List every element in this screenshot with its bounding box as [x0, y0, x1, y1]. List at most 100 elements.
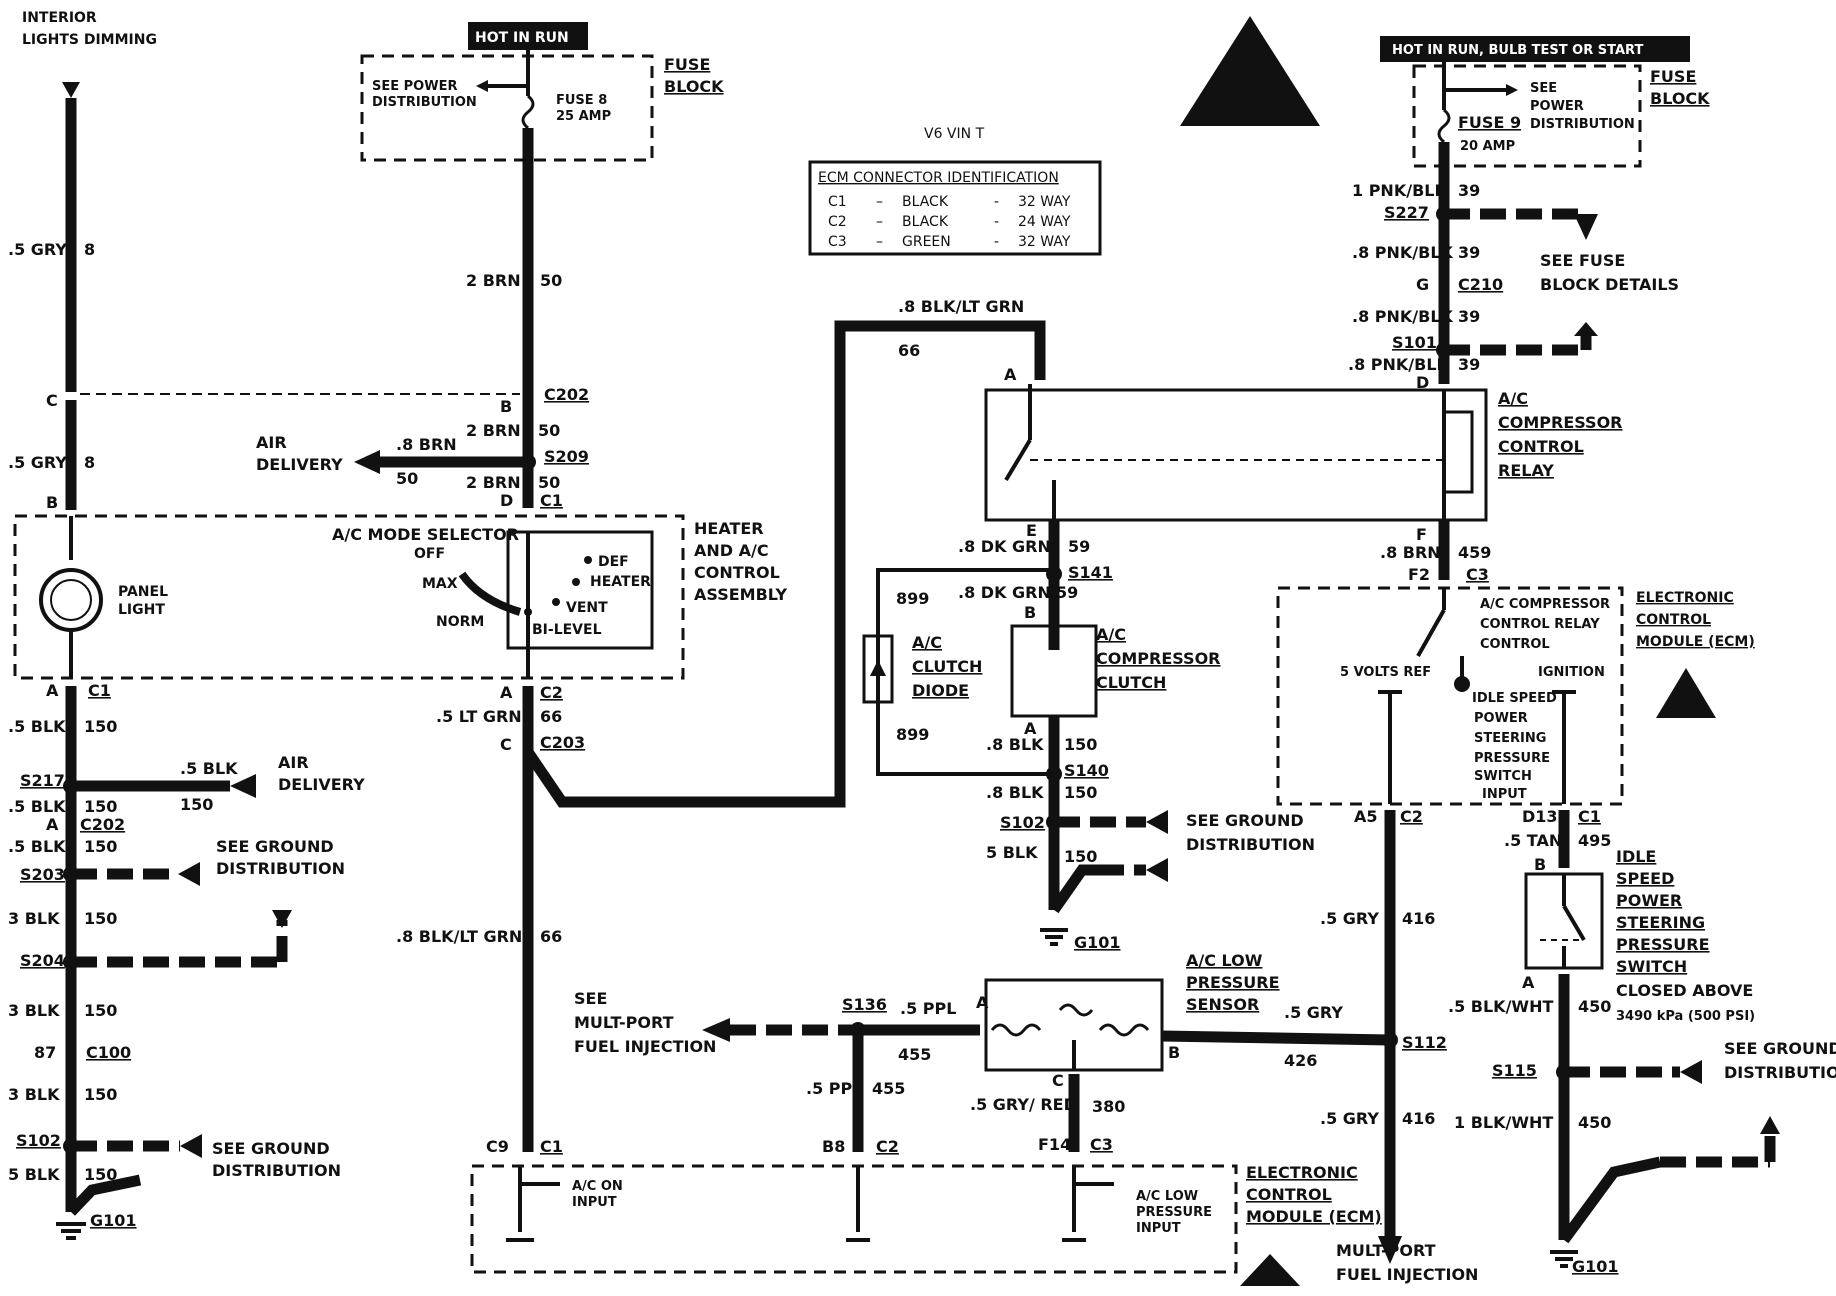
wire-number: 50: [538, 421, 560, 440]
wire-number: 455: [898, 1045, 931, 1064]
pin-e: E: [1026, 521, 1037, 540]
wire-number: 150: [84, 909, 117, 928]
wire-label: .5 GRY: [1320, 909, 1379, 928]
idle-input-label: INPUT: [1482, 787, 1527, 802]
ps-switch-label: POWER: [1616, 891, 1682, 910]
hot-in-run-label: HOT IN RUN: [475, 30, 569, 46]
wire-number: 66: [898, 341, 920, 360]
pin-g: G: [1416, 275, 1429, 294]
wire-number: 150: [84, 837, 117, 856]
see-power-dist: SEE: [1530, 81, 1557, 96]
ecm-bottom-label: CONTROL: [1246, 1185, 1332, 1204]
pin-a: A: [1024, 719, 1037, 738]
s209-label: S209: [544, 447, 589, 466]
c1-label: C1: [540, 1137, 563, 1156]
wire-number: 150: [84, 1165, 117, 1184]
wire-label: 3 BLK: [8, 909, 60, 928]
wire-number: 8: [84, 453, 95, 472]
fuse-block-left: [360, 54, 654, 162]
wire-label: .8 PNK/BLK: [1352, 243, 1454, 262]
svg-text:–: –: [876, 194, 883, 210]
ecm-bottom-box: [470, 1164, 1238, 1274]
see-power-dist: POWER: [1530, 99, 1584, 114]
wire-number: 416: [1402, 909, 1435, 928]
idle-input-label: PRESSURE: [1474, 751, 1550, 766]
mode-def: DEF: [598, 554, 629, 570]
pin-b: B: [500, 397, 512, 416]
svg-text:–: –: [876, 234, 883, 250]
c1-label: C1: [540, 491, 563, 510]
mode-max: MAX: [422, 576, 458, 592]
pin-c: C: [500, 735, 512, 754]
air-delivery-label: DELIVERY: [256, 455, 343, 474]
down-arrow-icon: [62, 82, 80, 98]
wire-number: 66: [540, 927, 562, 946]
clutch-diode-label: A/C: [912, 633, 942, 652]
wire-number: 380: [1092, 1097, 1125, 1116]
idle-input-label: IDLE SPEED: [1472, 691, 1557, 706]
wire-label: .5 BLK: [8, 717, 66, 736]
wire-number: 50: [540, 271, 562, 290]
wire-label: .8 BLK: [986, 783, 1044, 802]
svg-text:C2: C2: [828, 214, 847, 230]
ecm-table-title: ECM CONNECTOR IDENTIFICATION: [818, 170, 1059, 186]
ps-switch-note: 3490 kPa (500 PSI): [1616, 1009, 1755, 1024]
relay-label: RELAY: [1498, 461, 1554, 480]
esd-warning-icon: [1240, 1254, 1300, 1286]
pin-d13: D13: [1522, 807, 1558, 826]
wire-number: 39: [1458, 307, 1480, 326]
up-arrow-icon: [1574, 322, 1598, 336]
s204-label: S204: [20, 951, 65, 970]
see-power-dist: SEE POWER: [372, 79, 457, 94]
s102-label: S102: [1000, 813, 1045, 832]
ignition-label: IGNITION: [1538, 665, 1605, 680]
wire-label: .5 PPL: [900, 999, 956, 1018]
mode-vent: VENT: [566, 600, 608, 616]
pin-a: A: [1004, 365, 1017, 384]
wire-number: 426: [1284, 1051, 1317, 1070]
clutch-diode-label: CLUTCH: [912, 657, 982, 676]
wire-label: .8 BRN: [1380, 543, 1441, 562]
ground-icon: [56, 1222, 86, 1240]
compressor-clutch-label: CLUTCH: [1096, 673, 1166, 692]
ecm-bottom-label: ELECTRONIC: [1246, 1163, 1358, 1182]
wire-label: 1 PNK/BLK: [1352, 181, 1447, 200]
wire-number: 150: [1064, 847, 1097, 866]
wire-label: .5 GRY: [1320, 1109, 1379, 1128]
air-delivery-label: DELIVERY: [278, 775, 365, 794]
fuse-8-label: FUSE 8: [556, 93, 607, 108]
relay-control-label: CONTROL RELAY: [1480, 617, 1600, 632]
wire-label: 2 BRN: [466, 473, 521, 492]
ground-dist-label: DISTRIBUTION: [212, 1161, 341, 1180]
fuse-block-right: [1412, 64, 1642, 168]
ecm-table-row: C1 – BLACK - 32 WAY: [828, 194, 1071, 210]
wire-number: 59: [1056, 583, 1078, 602]
ecm-bottom-label: MODULE (ECM): [1246, 1207, 1382, 1226]
pin-c: C: [46, 391, 58, 410]
svg-text:24 WAY: 24 WAY: [1018, 214, 1071, 230]
pin-b8: B8: [822, 1137, 845, 1156]
ac-on-input-label: A/C ON: [572, 1179, 623, 1194]
c3-label: C3: [1466, 565, 1489, 584]
arrow-left-icon: [476, 80, 488, 92]
fuse-block-label: BLOCK: [664, 77, 724, 96]
svg-text:BLACK: BLACK: [902, 194, 949, 210]
wire-label: 5 BLK: [986, 843, 1038, 862]
wire-number: 150: [84, 1085, 117, 1104]
s141-label: S141: [1068, 563, 1113, 582]
wire-number: 150: [84, 797, 117, 816]
pin-a: A: [1522, 973, 1535, 992]
ecm-right-box: [1276, 586, 1624, 806]
svg-text:C1: C1: [828, 194, 847, 210]
mode-heater: HEATER: [590, 574, 651, 590]
pin-a: A: [46, 815, 59, 834]
compressor-clutch-label: COMPRESSOR: [1096, 649, 1221, 668]
five-volts-label: 5 VOLTS REF: [1340, 665, 1431, 680]
wire-number: 416: [1402, 1109, 1435, 1128]
arrow-left-icon: [354, 450, 380, 474]
fuse-block-label: BLOCK: [1650, 89, 1710, 108]
fuse-block-label: FUSE: [664, 55, 710, 74]
c202-label: C202: [544, 385, 589, 404]
wire-number: 50: [396, 469, 418, 488]
